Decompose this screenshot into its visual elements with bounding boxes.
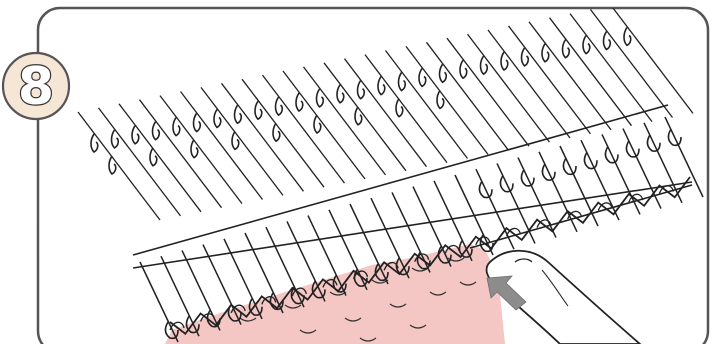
step-number: 8 — [18, 57, 54, 117]
step-badge: 8 — [3, 53, 69, 119]
